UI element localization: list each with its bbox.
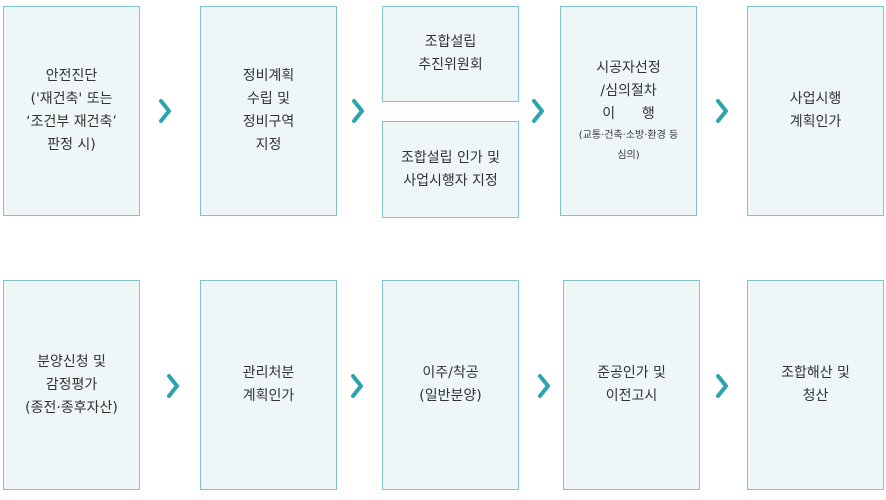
step-maintenance-plan: 정비계획 수립 및 정비구역 지정 [200,6,337,216]
step-label: 계획인가 [242,388,295,404]
step-management-disposal: 관리처분 계획인가 [200,280,337,490]
step-association-approval: 조합설립 인가 및 사업시행자 지정 [382,121,519,218]
step-label: 조합설립 인가 및 [400,149,501,166]
chevron-right-icon [350,96,366,126]
step-label: (종전·종후자산) [25,399,118,416]
step-label: ('재건축' 또는 [30,91,113,107]
step-label: 조합설립 [424,34,477,50]
chevron-right-icon [530,96,546,126]
step-safety-diagnosis: 안전진단 ('재건축' 또는 ‘조건부 재건축’ 판정 시) [3,6,140,216]
step-label: (일반분양) [419,388,482,404]
step-label: 정비계획 [242,68,295,84]
step-sale-application: 분양신청 및 감정평가 (종전·종후자산) [3,280,140,490]
chevron-right-icon [349,371,365,401]
step-promotion-committee: 조합설립 추진위원회 [382,6,519,102]
step-contractor-selection: 시공자선정 /심의절차 이 행 (교통·건축·소방·환경 등 심의) [560,6,697,216]
step-label: 사업시행자 지정 [403,172,498,189]
step-label: 조합해산 및 [781,365,850,381]
step-label: 지정 [255,137,282,153]
step-label: 관리처분 [242,365,295,381]
step-label: 감정평가 [45,376,98,393]
step-label: 안전진단 [45,68,98,84]
step-project-plan-approval: 사업시행 계획인가 [747,6,884,216]
step-dissolution-liquidation: 조합해산 및 청산 [747,280,884,490]
step-label: 준공인가 및 [597,365,666,381]
step-label: 계획인가 [789,114,842,130]
step-label: 추진위원회 [418,57,483,73]
step-relocation-construction: 이주/착공 (일반분양) [382,280,519,490]
chevron-right-icon [714,371,730,401]
step-completion-approval: 준공인가 및 이전고시 [563,280,700,490]
step-label: 정비구역 [242,114,295,130]
chevron-right-icon [157,96,173,126]
step-note: (교통·건축·소방·환경 등 [578,129,679,141]
step-label: 이주/착공 [422,365,479,381]
step-label: 수립 및 [246,91,291,107]
chevron-right-icon [536,371,552,401]
step-label: 사업시행 [789,91,842,107]
step-label: 이 행 [602,105,655,122]
step-label: 분양신청 및 [37,353,106,370]
step-note: 심의) [617,149,640,161]
step-label: ‘조건부 재건축’ [26,114,117,130]
step-label: 이전고시 [605,388,658,404]
step-label: 시공자선정 [596,59,661,76]
chevron-right-icon [165,371,181,401]
chevron-right-icon [714,96,730,126]
step-label: 판정 시) [47,137,96,153]
step-label: 청산 [802,388,829,404]
step-label: /심의절차 [600,82,657,99]
